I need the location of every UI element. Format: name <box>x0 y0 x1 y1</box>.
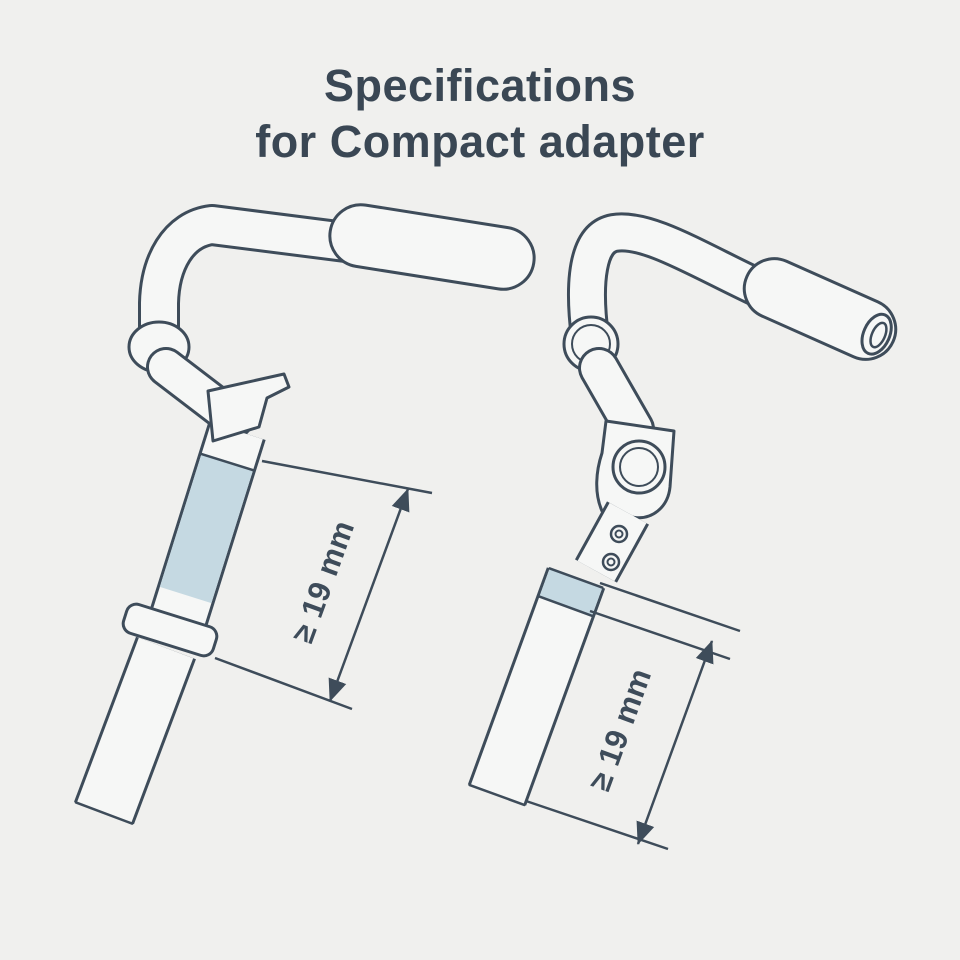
left-grip <box>328 202 536 291</box>
figure-right-handlebar: ≥ 19 mm <box>467 211 898 850</box>
left-highlight-top-edge <box>199 452 255 471</box>
left-lower-tube-fill <box>76 637 194 823</box>
left-handle-tube-fill <box>141 206 403 359</box>
right-band-bottom-edge <box>538 594 594 617</box>
left-dimension: ≥ 19 mm <box>214 459 433 710</box>
page-title-line1: Specifications <box>323 60 637 111</box>
left-grip-body <box>328 202 536 291</box>
page-title-line2: for Compact adapter <box>255 116 705 168</box>
right-witness-line-bottom <box>525 799 669 850</box>
left-witness-line-top <box>261 459 433 494</box>
right-lower-tube-fill <box>470 567 603 805</box>
right-grip <box>742 256 898 361</box>
right-screw-bottom-center <box>606 557 616 566</box>
left-clamp <box>206 372 291 442</box>
right-clamp-knob-inner <box>619 446 659 487</box>
left-highlight-section <box>159 453 254 603</box>
right-stem-fill <box>577 502 647 581</box>
right-grip-end-inner-ring <box>869 321 888 348</box>
right-handle-tube-fill <box>570 214 795 354</box>
left-flange <box>121 602 219 657</box>
right-screw-top <box>609 524 629 543</box>
right-screw-bottom <box>601 552 621 571</box>
right-screw-top-center <box>614 529 624 538</box>
right-band-top-edge <box>548 566 604 589</box>
figure-left-handlebar: ≥ 19 mm <box>74 202 536 825</box>
right-neck-tube-fill <box>581 349 652 447</box>
right-dimension-label: ≥ 19 mm <box>582 663 658 795</box>
left-dimension-line <box>328 487 410 702</box>
page-title: Specifications for Compact adapter <box>0 0 960 171</box>
specification-diagram: ≥ 19 mm <box>74 202 898 850</box>
right-highlight-band <box>539 567 603 616</box>
right-tube-end-edge <box>468 783 526 806</box>
right-grip-body <box>742 256 898 361</box>
left-flange-body <box>121 602 219 657</box>
left-witness-line-bottom <box>214 656 353 710</box>
right-witness-line-top-a <box>599 581 741 632</box>
left-dimension-label: ≥ 19 mm <box>285 515 361 647</box>
right-dimension-line <box>636 639 714 845</box>
left-tube-end-edge <box>74 800 134 825</box>
